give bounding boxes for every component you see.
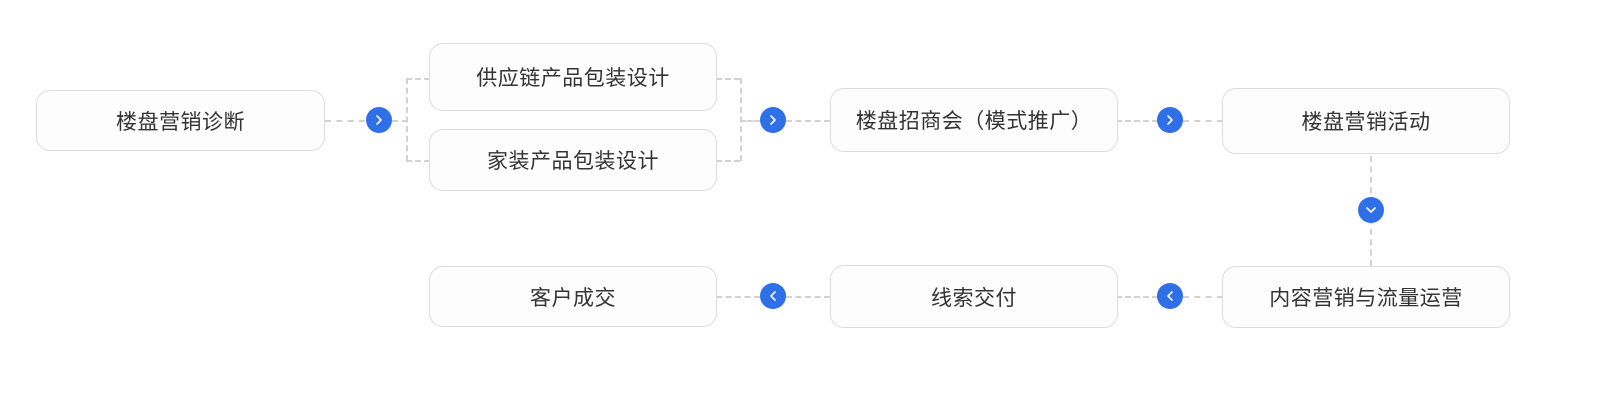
node-gongyinglian-chanpin-baozhuang-sheji[interactable]: 供应链产品包装设计 [429, 43, 717, 111]
node-label: 楼盘营销活动 [1301, 111, 1431, 134]
node-label: 客户成交 [530, 286, 616, 310]
connector-c5[interactable] [1157, 283, 1183, 309]
node-kehu-chengjiao[interactable]: 客户成交 [429, 266, 717, 327]
connector-c6[interactable] [760, 283, 786, 309]
connector-line-c1-to-bracket [392, 120, 408, 122]
connector-line-c2-to-n3 [786, 120, 830, 122]
connector-line-n6-to-c6 [786, 296, 830, 298]
connector-line-c6-to-n7 [716, 296, 760, 298]
node-label: 供应链产品包装设计 [476, 67, 670, 90]
chevron-right-icon [372, 113, 386, 127]
node-label: 线索交付 [931, 286, 1017, 310]
connector-c1[interactable] [366, 107, 392, 133]
connector-line-c5-to-n6 [1116, 296, 1158, 298]
connector-line-n3-to-c3 [1116, 120, 1158, 122]
node-loupan-yingxiao-huodong[interactable]: 楼盘营销活动 [1222, 88, 1510, 154]
connector-c4[interactable] [1358, 197, 1384, 223]
chevron-right-icon [1163, 113, 1177, 127]
node-jiazhuang-chanpin-baozhuang-sheji[interactable]: 家装产品包装设计 [429, 129, 717, 191]
node-label: 楼盘招商会（模式推广） [855, 110, 1093, 133]
chevron-left-icon [766, 289, 780, 303]
chevron-right-icon [766, 113, 780, 127]
node-neirong-yingxiao-yu-liuliang-yunying[interactable]: 内容营销与流量运营 [1222, 266, 1510, 328]
node-loupan-zhaoshanghui[interactable]: 楼盘招商会（模式推广） [830, 88, 1118, 152]
chevron-down-icon [1364, 203, 1378, 217]
connector-line-bracket-to-c2 [740, 120, 760, 122]
node-label: 家装产品包装设计 [487, 150, 659, 173]
connector-line-c3-to-n4 [1183, 120, 1223, 122]
node-louponing-yingxiao-zhenduan[interactable]: 楼盘营销诊断 [36, 90, 325, 151]
branch-bracket-left-trunk [406, 78, 408, 161]
chevron-left-icon [1163, 289, 1177, 303]
branch-bracket-left-stub-top [406, 78, 430, 80]
connector-c2[interactable] [760, 107, 786, 133]
connector-line-n1-to-c1 [325, 120, 365, 122]
branch-bracket-right-stub-bottom [716, 160, 740, 162]
branch-bracket-left-stub-bottom [406, 160, 430, 162]
branch-bracket-right-stub-top [716, 78, 740, 80]
connector-c3[interactable] [1157, 107, 1183, 133]
node-label: 内容营销与流量运营 [1269, 287, 1463, 310]
connector-line-n5-to-c5 [1183, 296, 1223, 298]
node-xiansuo-jiaofu[interactable]: 线索交付 [830, 265, 1118, 328]
branch-bracket-right-trunk [740, 78, 742, 161]
node-label: 楼盘营销诊断 [116, 110, 245, 134]
